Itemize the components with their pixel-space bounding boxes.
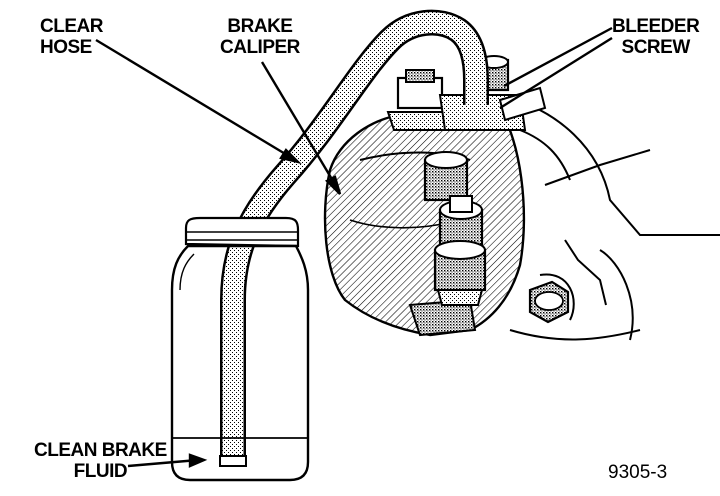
label-clear-hose: CLEAR HOSE — [40, 16, 103, 58]
figure-number: 9305-3 — [608, 462, 668, 483]
steering-knuckle — [499, 94, 720, 341]
label-clean-brake-fluid: CLEAN BRAKE FLUID — [34, 440, 167, 482]
leader-fluid — [127, 458, 199, 468]
brake-caliper — [323, 108, 526, 337]
caliper-bolts — [423, 151, 487, 306]
leader-brake-caliper — [260, 61, 338, 187]
brake-line-fitting — [386, 69, 454, 131]
leader-bleeder-2 — [499, 36, 613, 110]
leader-lines — [95, 26, 613, 468]
leader-clear-hose — [95, 38, 293, 160]
leader-bleeder-1 — [503, 26, 613, 88]
label-bleeder-screw: BLEEDER SCREW — [612, 16, 700, 58]
fluid-jar — [170, 216, 310, 482]
mounting-bolt — [528, 280, 570, 324]
bleeder-screw — [438, 55, 547, 131]
label-brake-caliper: BRAKE CALIPER — [220, 16, 300, 58]
